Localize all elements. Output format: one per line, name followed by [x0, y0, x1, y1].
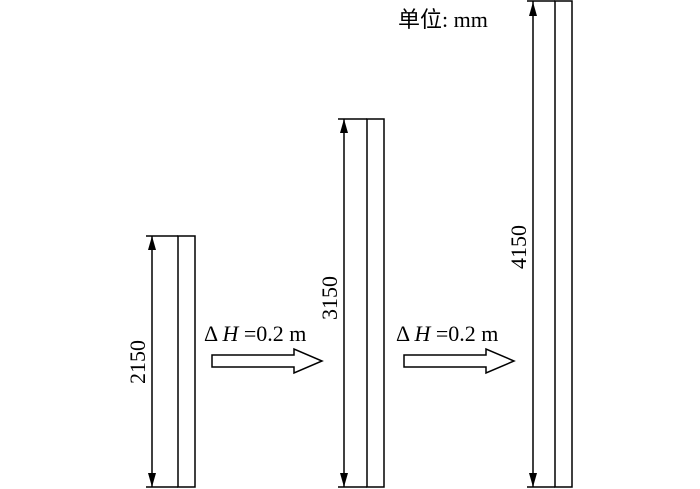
column-1: 2150 — [125, 235, 196, 488]
column-2-outer — [366, 118, 385, 488]
column-1-outer — [177, 235, 196, 488]
column-2-height-label: 3150 — [317, 276, 342, 320]
step-1-value: =0.2 m — [244, 321, 307, 346]
column-1-arrowhead-top — [148, 236, 156, 250]
unit-label: 单位: mm — [398, 7, 488, 32]
step-1-symbol: Δ — [204, 321, 218, 346]
step-2-arrow-icon — [403, 347, 516, 375]
column-3-arrowhead-top — [529, 2, 537, 16]
column-2-arrowhead-top — [340, 119, 348, 133]
step-2-symbol: Δ — [396, 321, 410, 346]
step-2-variable: H — [413, 321, 431, 346]
column-2-arrowhead-bottom — [340, 473, 348, 487]
step-1-label: Δ H =0.2 m — [204, 321, 306, 346]
step-1: Δ H =0.2 m — [204, 321, 324, 375]
column-3: 4150 — [506, 0, 573, 488]
step-1-variable: H — [221, 321, 239, 346]
step-1-arrow-icon — [211, 347, 324, 375]
column-3-outer — [554, 0, 573, 488]
column-1-arrowhead-bottom — [148, 473, 156, 487]
step-2-label: Δ H =0.2 m — [396, 321, 498, 346]
column-3-arrowhead-bottom — [529, 473, 537, 487]
step-2: Δ H =0.2 m — [396, 321, 516, 375]
column-3-height-label: 4150 — [506, 225, 531, 269]
step-2-value: =0.2 m — [436, 321, 499, 346]
column-2: 3150 — [317, 118, 385, 488]
column-1-height-label: 2150 — [125, 340, 150, 384]
